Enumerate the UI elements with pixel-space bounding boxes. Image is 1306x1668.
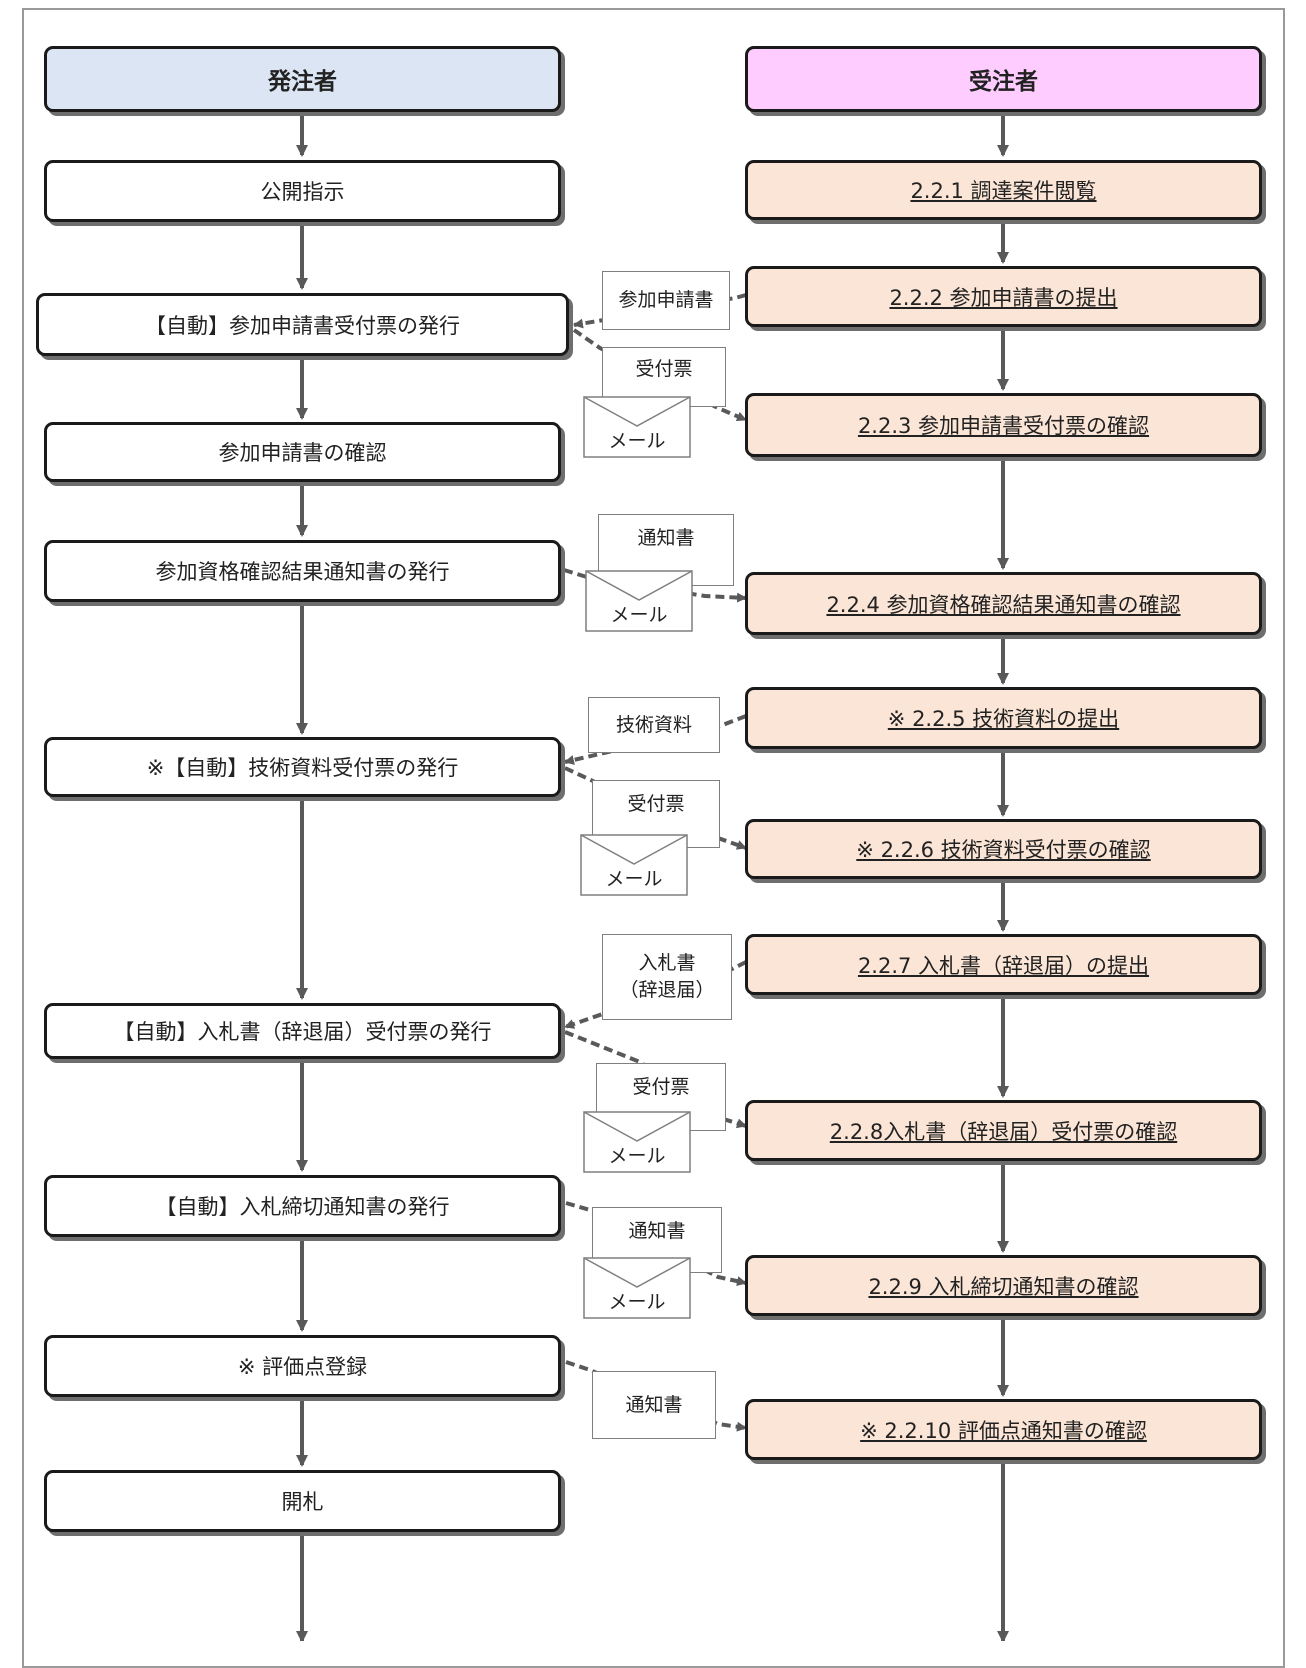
mail-envelope-2: メール [585,570,693,632]
step-register-score: ※ 評価点登録 [44,1335,561,1397]
mail-label-1: メール [608,430,666,452]
mail-label-5: メール [608,1291,666,1313]
step-2-2-4-link[interactable]: 2.2.4 参加資格確認結果通知書の確認 [745,572,1262,635]
step-auto-bid-receipt: 【自動】入札書（辞退届）受付票の発行 [44,1003,561,1059]
step-publish-instruction: 公開指示 [44,160,561,222]
receipt-document-1-label: 受付票 [635,358,693,380]
mail-label-2: メール [610,604,668,626]
step-2-2-5-link[interactable]: ※ 2.2.5 技術資料の提出 [745,687,1262,749]
bid-document: 入札書 （辞退届） [602,934,732,1020]
step-review-application: 参加申請書の確認 [44,422,561,482]
receipt-document-3-label: 受付票 [632,1076,690,1098]
mail-envelope-1: メール [583,396,691,458]
bid-document-label-2: （辞退届） [619,979,715,1001]
mail-label-3: メール [605,868,663,890]
notice-document-2-label: 通知書 [628,1220,686,1242]
envelope-icon [583,1257,691,1319]
step-2-2-1-label: 2.2.1 調達案件閲覧 [910,179,1097,203]
notice-document-3-label: 通知書 [625,1393,683,1416]
bid-document-label-1: 入札書 [638,952,696,975]
step-2-2-10-link[interactable]: ※ 2.2.10 評価点通知書の確認 [745,1399,1262,1460]
mail-label-4: メール [608,1145,666,1167]
step-bid-opening: 開札 [44,1470,561,1532]
step-2-2-5-label: ※ 2.2.5 技術資料の提出 [887,707,1120,731]
step-2-2-2-label: 2.2.2 参加申請書の提出 [889,285,1118,310]
step-2-2-9-label: 2.2.9 入札締切通知書の確認 [868,1274,1139,1299]
contractor-header: 受注者 [745,46,1262,112]
application-document-label: 参加申請書 [618,289,714,312]
notice-document-3: 通知書 [592,1371,716,1439]
step-auto-tech-receipt: ※【自動】技術資料受付票の発行 [44,737,561,797]
tech-docs-document-label: 技術資料 [615,713,692,736]
envelope-icon [583,396,691,458]
envelope-icon [580,834,688,896]
step-2-2-7-label: 2.2.7 入札書（辞退届）の提出 [857,953,1150,978]
envelope-icon [585,570,693,632]
step-2-2-4-label: 2.2.4 参加資格確認結果通知書の確認 [826,592,1181,617]
issuer-header: 発注者 [44,46,561,112]
step-2-2-10-label: ※ 2.2.10 評価点通知書の確認 [860,1418,1147,1443]
step-2-2-8-label: 2.2.8入札書（辞退届）受付票の確認 [829,1119,1178,1144]
step-2-2-3-link[interactable]: 2.2.3 参加申請書受付票の確認 [745,393,1262,457]
step-auto-application-receipt: 【自動】参加申請書受付票の発行 [36,293,569,356]
step-2-2-2-link[interactable]: 2.2.2 参加申請書の提出 [745,266,1262,327]
step-2-2-3-label: 2.2.3 参加申請書受付票の確認 [857,414,1150,438]
step-2-2-1-link[interactable]: 2.2.1 調達案件閲覧 [745,160,1262,220]
step-2-2-6-link[interactable]: ※ 2.2.6 技術資料受付票の確認 [745,819,1262,879]
envelope-icon [583,1111,691,1173]
step-2-2-9-link[interactable]: 2.2.9 入札締切通知書の確認 [745,1255,1262,1316]
step-2-2-7-link[interactable]: 2.2.7 入札書（辞退届）の提出 [745,934,1262,995]
notice-document-1-label: 通知書 [637,527,695,549]
mail-envelope-4: メール [583,1111,691,1173]
mail-envelope-3: メール [580,834,688,896]
step-2-2-8-link[interactable]: 2.2.8入札書（辞退届）受付票の確認 [745,1100,1262,1161]
application-document: 参加申請書 [602,271,730,330]
receipt-document-2-label: 受付票 [627,793,685,815]
step-auto-bid-deadline-notice: 【自動】入札締切通知書の発行 [44,1175,561,1237]
step-2-2-6-label: ※ 2.2.6 技術資料受付票の確認 [856,838,1151,862]
step-issue-qualification-notice: 参加資格確認結果通知書の発行 [44,540,561,602]
mail-envelope-5: メール [583,1257,691,1319]
tech-docs-document: 技術資料 [588,697,720,753]
